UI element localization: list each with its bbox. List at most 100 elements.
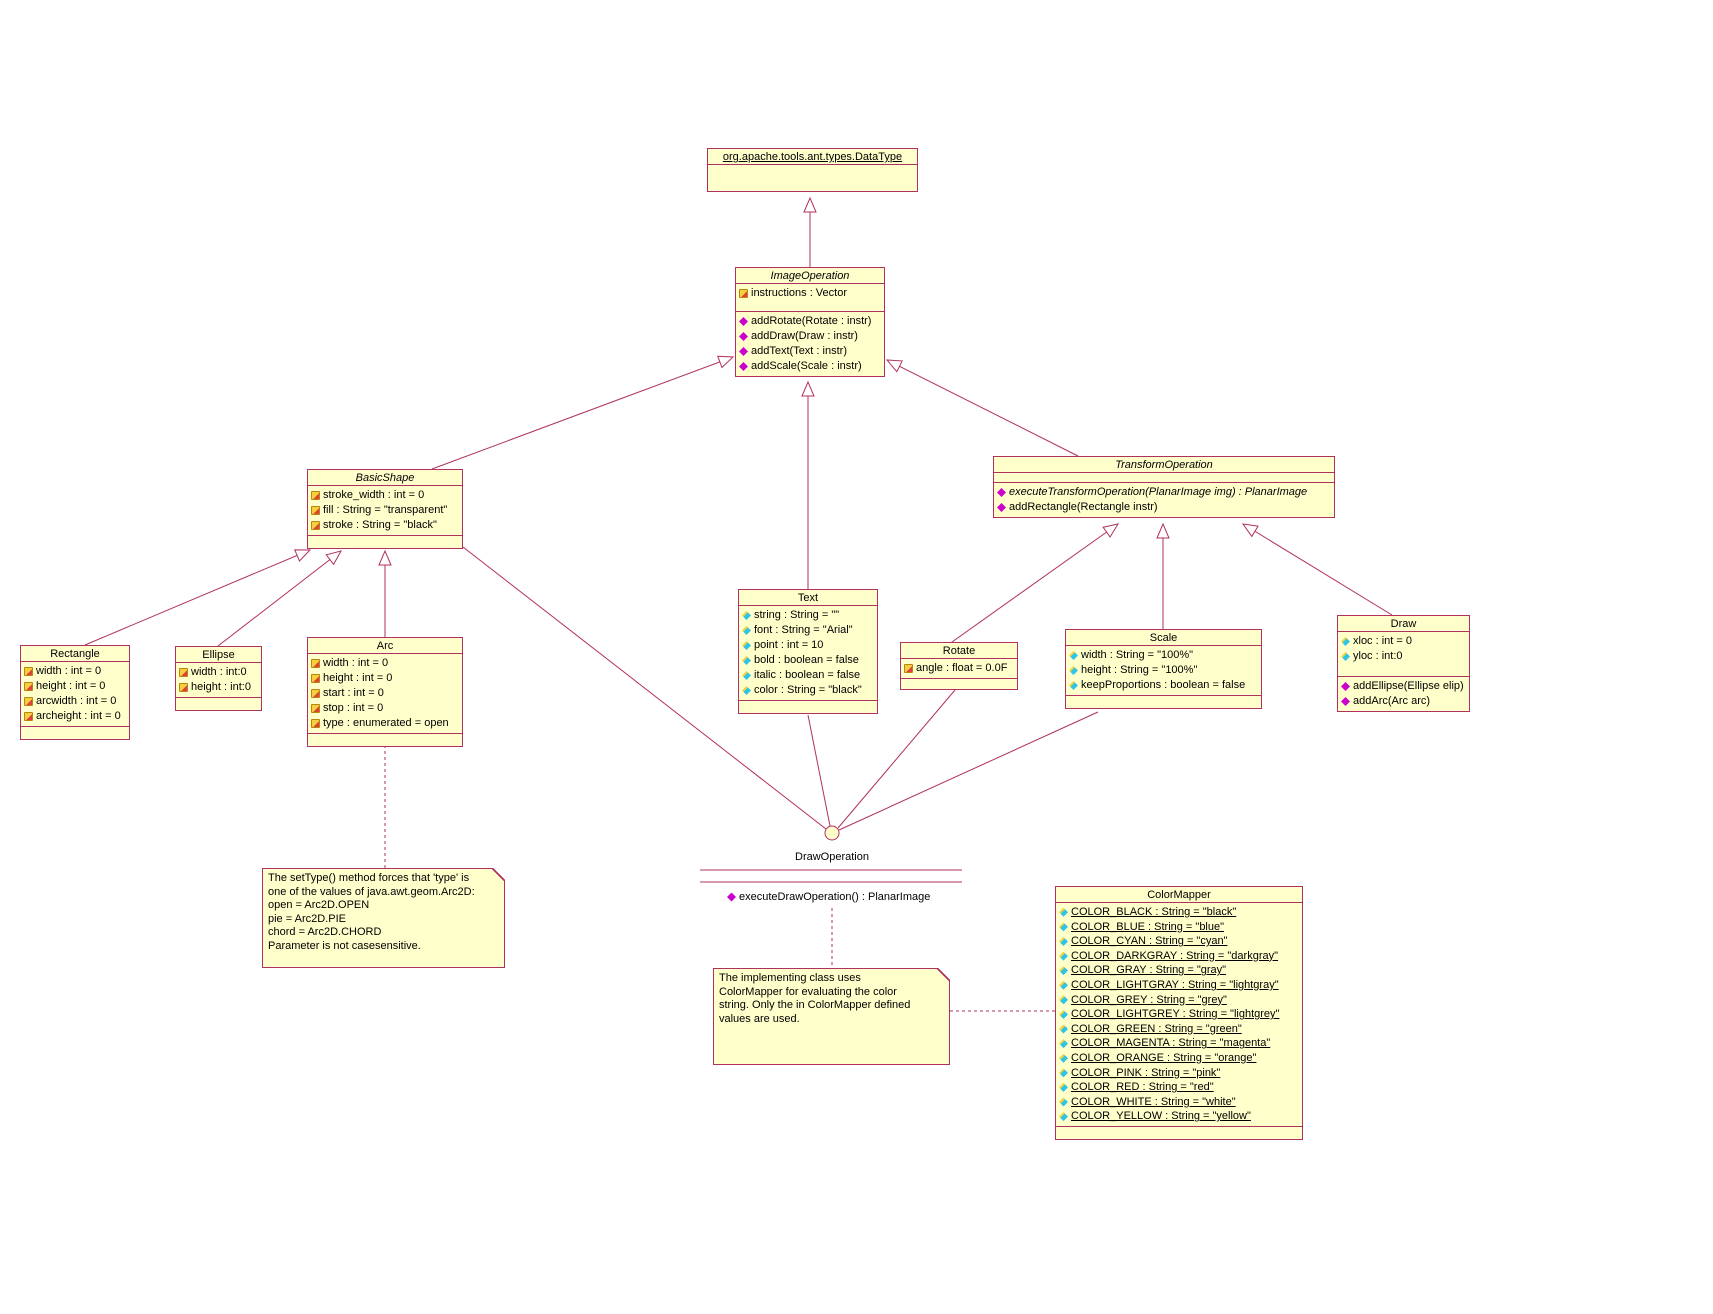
attribute-row: height : int = 0 xyxy=(23,679,127,694)
empty-compartment xyxy=(308,535,462,548)
attribute-row: height : int = 0 xyxy=(310,671,460,686)
attribute-label: color : String = "black" xyxy=(754,684,862,696)
interface-drawoperation[interactable]: DrawOperation xyxy=(760,851,904,863)
attribute-label: COLOR_GREEN : String = "green" xyxy=(1071,1022,1242,1035)
note-line: ColorMapper for evaluating the color xyxy=(719,985,897,998)
attribute-label: COLOR_WHITE : String = "white" xyxy=(1071,1095,1236,1108)
attribute-label: type : enumerated = open xyxy=(323,717,449,729)
attribute-label: width : int:0 xyxy=(191,666,247,678)
class-scale[interactable]: Scale width : String = "100%" height : S… xyxy=(1065,629,1262,709)
class-transformoperation[interactable]: TransformOperation executeTransformOpera… xyxy=(993,456,1335,518)
attribute-label: height : String = "100%" xyxy=(1081,664,1198,676)
attribute-label: COLOR_BLUE : String = "blue" xyxy=(1071,920,1225,933)
attribute-row: color : String = "black" xyxy=(741,683,875,698)
method-label: addText(Text : instr) xyxy=(751,345,847,357)
note-line: pie = Arc2D.PIE xyxy=(268,912,346,925)
attribute-label: point : int = 10 xyxy=(754,639,824,651)
attribute-icon xyxy=(1059,966,1068,976)
class-rotate[interactable]: Rotate angle : float = 0.0F xyxy=(900,642,1018,690)
method-icon xyxy=(739,347,748,356)
attribute-icon xyxy=(1069,666,1078,675)
attribute-icon xyxy=(904,664,913,673)
attribute-label: COLOR_ORANGE : String = "orange" xyxy=(1071,1051,1257,1064)
attribute-row: COLOR_GRAY : String = "gray" xyxy=(1058,963,1300,978)
class-title: Ellipse xyxy=(202,649,235,661)
note-colormapper-usage[interactable]: The implementing class uses ColorMapper … xyxy=(713,968,950,1065)
attribute-icon xyxy=(1341,652,1350,661)
attribute-row: COLOR_PINK : String = "pink" xyxy=(1058,1066,1300,1081)
attribute-label: xloc : int = 0 xyxy=(1353,635,1413,647)
attribute-icon xyxy=(1059,1053,1068,1063)
attribute-label: stroke : String = "black" xyxy=(323,519,437,531)
method-icon xyxy=(727,892,736,902)
attribute-icon xyxy=(311,659,320,668)
attribute-label: stop : int = 0 xyxy=(323,702,384,714)
attribute-icon xyxy=(311,719,320,728)
class-draw[interactable]: Draw xloc : int = 0 yloc : int:0 addElli… xyxy=(1337,615,1470,712)
attribute-label: italic : boolean = false xyxy=(754,669,861,681)
attribute-row: stroke_width : int = 0 xyxy=(310,488,460,503)
attribute-icon xyxy=(1059,1097,1068,1107)
attribute-row: COLOR_LIGHTGREY : String = "lightgrey" xyxy=(1058,1007,1300,1022)
class-basicshape[interactable]: BasicShape stroke_width : int = 0 fill :… xyxy=(307,469,463,549)
attribute-label: instructions : Vector xyxy=(751,287,847,299)
attribute-label: COLOR_PINK : String = "pink" xyxy=(1071,1066,1221,1079)
empty-compartment xyxy=(994,472,1334,482)
attribute-label: arcwidth : int = 0 xyxy=(36,695,117,707)
attribute-icon xyxy=(1059,980,1068,990)
attributes-compartment: stroke_width : int = 0 fill : String = "… xyxy=(308,485,462,535)
attributes-compartment: width : int = 0 height : int = 0 start :… xyxy=(308,653,462,733)
attributes-compartment: width : int:0 height : int:0 xyxy=(176,662,261,697)
attribute-icon xyxy=(311,506,320,515)
empty-compartment xyxy=(1056,1125,1302,1139)
empty-compartment xyxy=(1066,695,1261,708)
attribute-row: COLOR_DARKGRAY : String = "darkgray" xyxy=(1058,949,1300,964)
attribute-row: angle : float = 0.0F xyxy=(903,661,1015,676)
method-icon xyxy=(1341,682,1350,691)
class-title: Scale xyxy=(1149,632,1178,644)
method-row: addRectangle(Rectangle instr) xyxy=(996,500,1332,515)
attributes-compartment: width : String = "100%" height : String … xyxy=(1066,645,1261,695)
method-label: addArc(Arc arc) xyxy=(1353,695,1431,707)
class-text[interactable]: Text string : String = "" font : String … xyxy=(738,589,878,714)
attribute-row: COLOR_WHITE : String = "white" xyxy=(1058,1095,1300,1110)
attribute-row: stroke : String = "black" xyxy=(310,518,460,533)
method-label: addEllipse(Ellipse elip) xyxy=(1353,680,1464,692)
attribute-row: width : int = 0 xyxy=(23,664,127,679)
attribute-row: xloc : int = 0 xyxy=(1340,634,1467,649)
class-title: Rectangle xyxy=(50,648,100,660)
attribute-label: keepProportions : boolean = false xyxy=(1081,679,1246,691)
attribute-label: yloc : int:0 xyxy=(1353,650,1403,662)
attribute-icon xyxy=(1069,681,1078,690)
class-imageoperation[interactable]: ImageOperation instructions : Vector add… xyxy=(735,267,885,377)
attribute-icon xyxy=(1059,1009,1068,1019)
empty-compartment xyxy=(308,733,462,746)
attribute-label: height : int:0 xyxy=(191,681,251,693)
class-rectangle[interactable]: Rectangle width : int = 0 height : int =… xyxy=(20,645,130,740)
attribute-row: yloc : int:0 xyxy=(1340,649,1467,664)
class-colormapper[interactable]: ColorMapper COLOR_BLACK : String = "blac… xyxy=(1055,886,1303,1140)
attribute-label: COLOR_MAGENTA : String = "magenta" xyxy=(1071,1037,1271,1050)
class-title: ColorMapper xyxy=(1147,889,1211,901)
attribute-icon xyxy=(742,611,751,620)
attribute-row: stop : int = 0 xyxy=(310,701,460,716)
attribute-icon xyxy=(24,682,33,691)
attribute-row: keepProportions : boolean = false xyxy=(1068,678,1259,693)
attribute-row: font : String = "Arial" xyxy=(741,623,875,638)
note-arc-settype[interactable]: The setType() method forces that 'type' … xyxy=(262,868,505,968)
attribute-icon xyxy=(1059,995,1068,1005)
class-ellipse[interactable]: Ellipse width : int:0 height : int:0 xyxy=(175,646,262,711)
class-title: org.apache.tools.ant.types.DataType xyxy=(722,151,903,163)
method-row: addText(Text : instr) xyxy=(738,344,882,359)
attribute-row: COLOR_ORANGE : String = "orange" xyxy=(1058,1051,1300,1066)
attribute-icon xyxy=(1059,936,1068,946)
method-label: addRectangle(Rectangle instr) xyxy=(1009,501,1158,513)
attribute-row: COLOR_RED : String = "red" xyxy=(1058,1080,1300,1095)
attribute-label: fill : String = "transparent" xyxy=(323,504,448,516)
attribute-label: COLOR_GREY : String = "grey" xyxy=(1071,993,1227,1006)
class-datatype[interactable]: org.apache.tools.ant.types.DataType xyxy=(707,148,918,192)
empty-compartment xyxy=(739,700,877,713)
note-line: The setType() method forces that 'type' … xyxy=(268,872,470,884)
class-arc[interactable]: Arc width : int = 0 height : int = 0 sta… xyxy=(307,637,463,747)
